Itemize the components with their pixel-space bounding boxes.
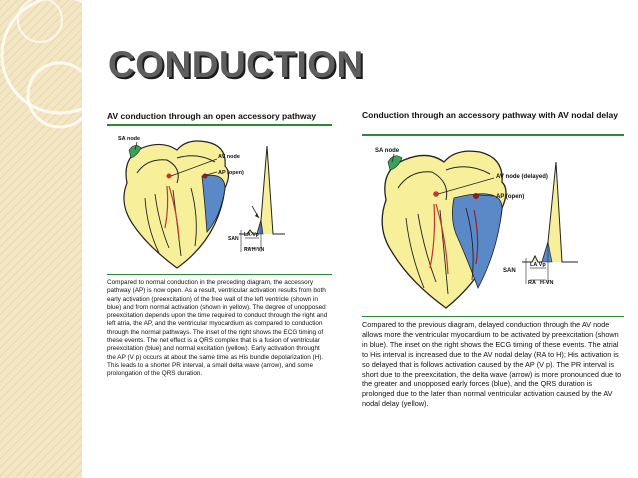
right-av-node-label: AV node (delayed)	[496, 174, 548, 180]
left-heart-diagram: SA node AV node AP (open) SAN LA-Vp RA H…	[118, 136, 285, 269]
left-sa-node-label: SA node	[118, 136, 140, 142]
left-ap-label: AP (open)	[218, 170, 244, 176]
left-av-node-label: AV node	[218, 154, 240, 160]
left-caption-rule	[107, 274, 332, 275]
right-caption-text: Compared to the previous diagram, delaye…	[362, 320, 622, 409]
decorative-sidebar	[0, 0, 82, 478]
right-caption-rule	[362, 316, 624, 317]
left-panel-title: AV conduction through an open accessory …	[107, 111, 317, 121]
left-ra-label: RA	[244, 247, 252, 253]
right-san-label: SAN	[503, 268, 516, 274]
right-sa-node-label: SA node	[375, 148, 400, 154]
left-caption-text: Compared to normal conduction in the pre…	[107, 279, 328, 378]
right-title-rule	[362, 134, 624, 136]
left-la-vp-label: LA-Vp	[244, 232, 259, 238]
slide-title: CONDUCTION	[108, 44, 364, 85]
right-panel-title: Conduction through an accessory pathway …	[362, 110, 618, 120]
left-caption: Compared to normal conduction in the pre…	[107, 279, 329, 379]
right-heart-diagram: SA node AV node (delayed) AP (open) SAN …	[375, 148, 578, 309]
circle-decoration-icon	[0, 0, 82, 478]
left-san-label: SAN	[228, 236, 239, 242]
right-la-vp-label: LA Vp	[530, 262, 546, 268]
right-ra-label: RA	[528, 280, 536, 286]
left-title-rule	[107, 124, 332, 126]
right-h-vn-label: H-VN	[540, 280, 553, 286]
right-ap-label: AP (open)	[496, 194, 524, 200]
right-caption: Compared to the previous diagram, delaye…	[362, 320, 624, 409]
left-h-vn-label: H-VN	[252, 247, 265, 253]
